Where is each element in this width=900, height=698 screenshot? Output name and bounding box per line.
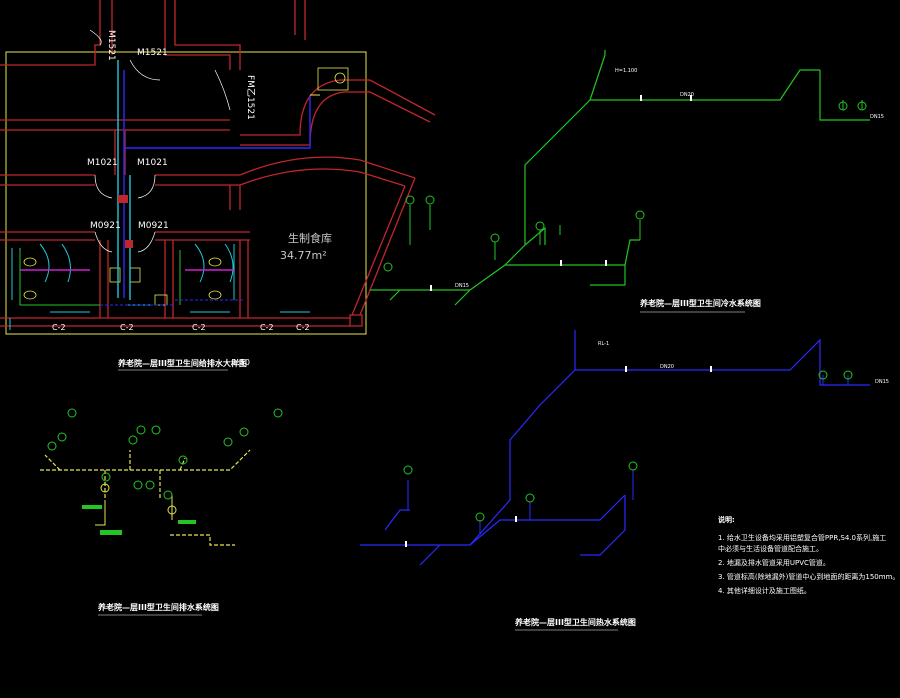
svg-text:DN20: DN20 xyxy=(660,364,674,370)
drainage-system: 养老院—层III型卫生间排水系统图 xyxy=(40,408,283,616)
hot-water-marks xyxy=(405,366,712,547)
drainage-title: 养老院—层III型卫生间排水系统图 xyxy=(97,602,219,612)
drainage-circles xyxy=(47,408,283,500)
hot-water-pipes xyxy=(360,330,870,566)
window-label: C-2 xyxy=(260,323,274,332)
room-name: 生制食库 xyxy=(288,231,332,245)
cold-water-pipes xyxy=(370,50,870,306)
cold-water-title: 养老院—层III型卫生间冷水系统图 xyxy=(639,298,761,308)
floor-plan: M1521 M1521 FM乙1521 M1021 M1021 M0921 M0… xyxy=(0,0,436,371)
room-area: 34.77m² xyxy=(280,249,327,262)
svg-text:H=1.100: H=1.100 xyxy=(615,68,637,74)
door-label-fm1521: FM乙1521 xyxy=(245,75,256,120)
door-label-m0921-left: M0921 xyxy=(90,221,121,231)
plan-title: 养老院—层III型卫生间给排水大样图 xyxy=(117,358,247,368)
door-label-m1021-right: M1021 xyxy=(137,158,168,168)
door-label-m1521-vertical: M1521 xyxy=(106,30,116,61)
note-line: 4. 其他详细设计及施工图纸。 xyxy=(718,586,811,595)
door-labels: M1521 M1521 FM乙1521 M1021 M1021 M0921 M0… xyxy=(87,30,256,231)
svg-text:DN15: DN15 xyxy=(455,283,469,289)
wall-blocks xyxy=(118,195,133,248)
plan-pipes xyxy=(19,60,320,306)
svg-text:DN15: DN15 xyxy=(875,379,889,385)
window-label: C-2 xyxy=(192,323,206,332)
note-line: 中必须与生活设备管道配合施工。 xyxy=(718,544,823,553)
plan-frame xyxy=(5,51,367,335)
svg-text:RL-1: RL-1 xyxy=(598,341,609,347)
door-swings xyxy=(89,29,231,253)
hot-water-title: 养老院—层III型卫生间热水系统图 xyxy=(514,617,636,627)
door-label-m0921-right: M0921 xyxy=(138,221,169,231)
hot-water-fixtures xyxy=(407,375,849,535)
drainage-fixtures xyxy=(95,483,177,526)
door-label-m1021-left: M1021 xyxy=(87,158,118,168)
plan-scale: 1:50 xyxy=(232,358,250,367)
window-label: C-2 xyxy=(296,323,310,332)
cold-water-fixtures xyxy=(383,100,867,272)
hot-water-system: RL-1 DN20 DN15 养老院—层III型卫生间热水系统图 xyxy=(360,330,889,631)
window-label: C-2 xyxy=(52,323,66,332)
door-label-m1521: M1521 xyxy=(137,48,168,58)
hot-water-circles xyxy=(403,370,853,522)
svg-text:DN15: DN15 xyxy=(870,114,884,120)
note-line: 1. 给水卫生设备均采用铝塑复合管PPR,S4.0系列,施工 xyxy=(718,533,886,542)
notes-heading: 说明: xyxy=(718,515,735,524)
cold-water-marks xyxy=(430,95,692,291)
walls xyxy=(0,0,436,327)
drainage-pipes xyxy=(40,449,251,546)
cold-water-system: DN20 H=1.100 DN15 DN15 养老院—层III型卫生间冷水系统图 xyxy=(370,50,884,313)
stall-partitions xyxy=(9,243,310,330)
notes: 说明: 1. 给水卫生设备均采用铝塑复合管PPR,S4.0系列,施工 中必须与生… xyxy=(718,515,899,595)
drainage-labels xyxy=(82,505,196,535)
window-labels: C-2 C-2 C-2 C-2 C-2 xyxy=(52,323,310,332)
window-label: C-2 xyxy=(120,323,134,332)
note-line: 2. 地漏及排水管道采用UPVC管道。 xyxy=(718,558,830,567)
svg-text:DN20: DN20 xyxy=(680,92,694,98)
note-line: 3. 管道标高(除地漏外)管道中心到地面的距离为150mm。 xyxy=(718,572,899,581)
